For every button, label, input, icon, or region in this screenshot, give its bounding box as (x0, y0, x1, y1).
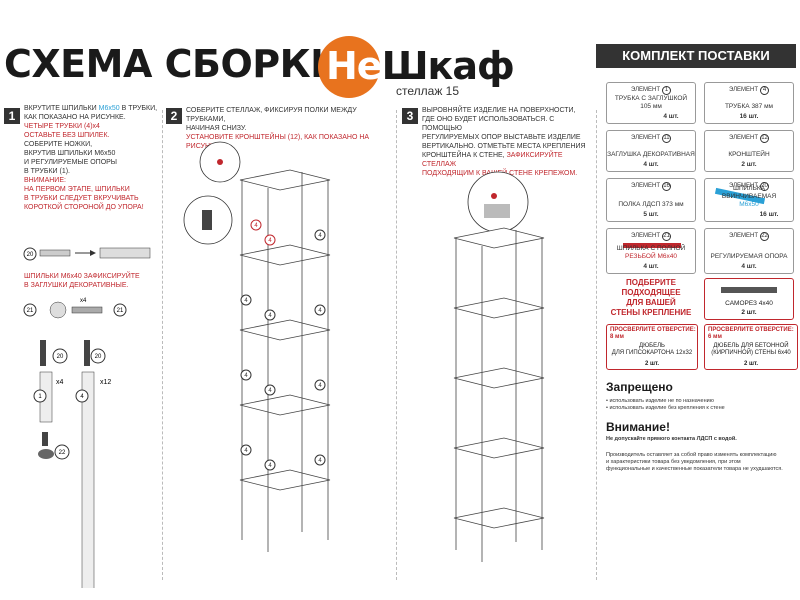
step-3-instructions: ВЫРОВНЯЙТЕ ИЗДЕЛИЕ НА ПОВЕРХНОСТИ, ГДЕ О… (422, 107, 586, 177)
threaded-stud-icon (623, 243, 681, 248)
forbidden-list: • использовать изделие не по назначению … (606, 398, 725, 411)
brand-logo: НеШкаф (326, 44, 515, 88)
x4-label-2: x4 (56, 379, 64, 386)
step-2-assembly-diagram: 4 4 4 4 4 4 4 4 4 4 4 4 (183, 141, 331, 552)
x4-label: x4 (80, 298, 87, 304)
step-number-1: 1 (4, 108, 20, 124)
svg-text:4: 4 (318, 383, 322, 389)
brand-suffix: Шкаф (381, 44, 515, 88)
product-subtitle: стеллаж 15 (396, 84, 460, 98)
forbidden-title: Запрещено (606, 380, 673, 394)
step-1-instructions: ВКРУТИТЕ ШПИЛЬКИ М6x50 В ТРУБКИ, КАК ПОК… (24, 105, 158, 211)
part-label-21: 21 (117, 308, 124, 314)
attention-title: Внимание! (606, 420, 670, 434)
part-label-11: 21 (27, 308, 34, 314)
screw-icon (721, 287, 777, 293)
kit-screw-box: САМОРЕЗ 4x40 2 шт. (704, 278, 794, 320)
svg-text:4: 4 (268, 463, 272, 469)
svg-text:4: 4 (254, 223, 258, 229)
brand-prefix: Не (326, 44, 383, 88)
kit-dowel-concrete: ПРОСВЕРЛИТЕ ОТВЕРСТИЕ: 6 мм ДЮБЕЛЬ ДЛЯ Б… (704, 324, 798, 370)
suitable-fastener-note: ПОДБЕРИТЕ ПОДХОДЯЩЕЕ ДЛЯ ВАШЕЙ СТЕНЫ КРЕ… (610, 278, 692, 317)
step-3-assembled-diagram (453, 171, 545, 562)
attention-text: Производитель оставляет за собой право и… (606, 452, 783, 472)
svg-text:4: 4 (268, 238, 272, 244)
step-2-instructions: СОБЕРИТЕ СТЕЛЛАЖ, ФИКСИРУЯ ПОЛКИ МЕЖДУ Т… (186, 107, 370, 150)
column-divider (596, 110, 597, 580)
step-number-2: 2 (166, 108, 182, 124)
step-1-legs-diagram: 20 1 x4 22 20 4 x12 (33, 340, 111, 588)
part-label-20b: 20 (57, 354, 64, 360)
kit-header: КОМПЛЕКТ ПОСТАВКИ (596, 44, 796, 68)
svg-text:22: 22 (59, 450, 66, 456)
svg-text:1: 1 (38, 394, 42, 400)
column-divider (162, 110, 163, 580)
svg-text:4: 4 (244, 298, 248, 304)
step-1-stud-diagram: 20 (23, 247, 151, 261)
svg-text:4: 4 (268, 388, 272, 394)
step-1-note: ШПИЛЬКИ М6x40 ЗАФИКСИРУЙТЕ В ЗАГЛУШКИ ДЕ… (24, 273, 140, 289)
svg-text:4: 4 (318, 233, 322, 239)
svg-text:20: 20 (95, 354, 102, 360)
brand-logo-circle (318, 36, 380, 98)
svg-text:4: 4 (268, 313, 272, 319)
svg-text:4: 4 (80, 394, 84, 400)
svg-text:4: 4 (244, 448, 248, 454)
column-divider (396, 110, 397, 580)
step-1-cap-diagram: 21 x4 21 (23, 298, 127, 319)
x12-label: x12 (100, 379, 111, 386)
attention-bold: Не допускайте прямого контакта ЛДСП с во… (606, 436, 737, 442)
svg-text:4: 4 (244, 373, 248, 379)
svg-text:4: 4 (318, 308, 322, 314)
part-label-20: 20 (27, 252, 34, 258)
svg-text:4: 4 (318, 458, 322, 464)
step-number-3: 3 (402, 108, 418, 124)
page-title: СХЕМА СБОРКИ (4, 42, 342, 86)
